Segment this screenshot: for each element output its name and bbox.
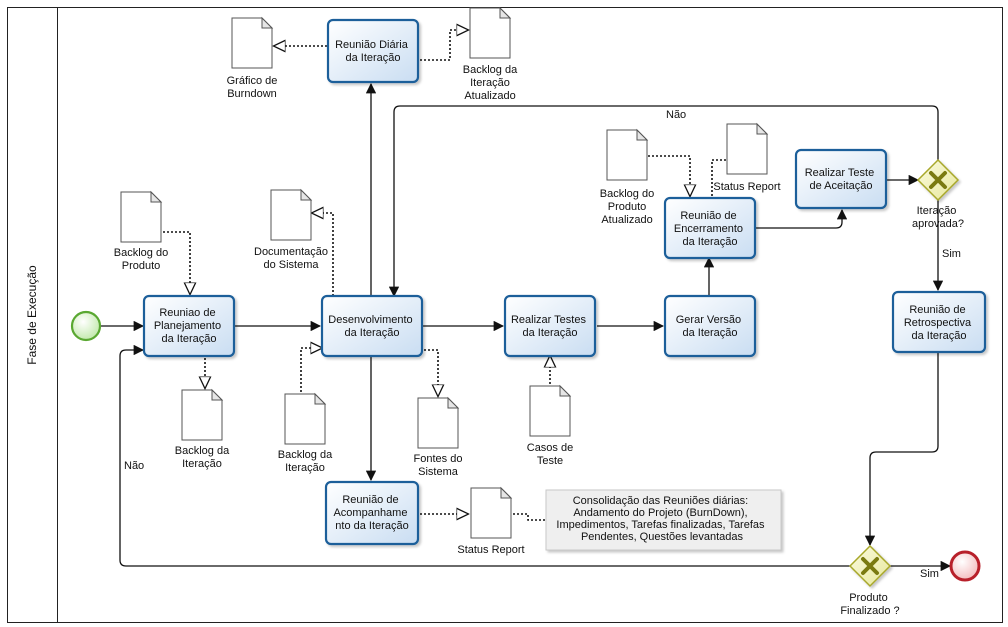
task-desenvolvimento[interactable]: Desenvolvimento da Iteração: [320, 294, 424, 358]
task-planejamento[interactable]: Reuniao de Planejamento da Iteração: [142, 294, 236, 358]
flow-encerramento-to-aceitacao: [755, 208, 848, 229]
document-icon: [726, 123, 768, 175]
task-acompanhamento[interactable]: Reunião de Acompanhame nto da Iteração: [324, 480, 420, 546]
document-icon: [181, 389, 223, 441]
flow-label-nao-left: Não: [124, 460, 144, 472]
document-icon: [120, 191, 162, 243]
gateway-iteracao-aprovada[interactable]: Iteração aprovada?: [912, 158, 964, 230]
task-aceitacao[interactable]: Realizar Teste de Aceitação: [794, 148, 888, 210]
lane-title: Fase de Execução: [25, 265, 39, 365]
task-encerramento-label: Reunião de Encerramento da Iteração: [674, 210, 746, 248]
flow-label-nao-top: Não: [666, 109, 686, 121]
exclusive-x-icon: [861, 557, 879, 575]
assoc-fontes: [424, 349, 438, 396]
task-desenvolvimento-label: Desenvolvimento da Iteração: [328, 314, 415, 339]
gateway-iteracao-aprovada-label: Iteração aprovada?: [912, 205, 964, 230]
assoc-annotation: [513, 513, 546, 521]
task-retrospectiva-label: Reunião de Retrospectiva da Iteração: [904, 304, 974, 342]
gateway-produto-finalizado-label: Produto Finalizado ?: [840, 592, 899, 617]
document-icon: [270, 189, 312, 241]
document-icon: [231, 17, 273, 69]
sequence-flows: [100, 82, 952, 572]
flow-retrospectiva-to-gateway: [864, 352, 939, 547]
task-gerar-versao-label: Gerar Versão da Iteração: [676, 314, 744, 339]
document-icon: [284, 393, 326, 445]
task-reuniao-diaria-label: Reunião Diária da Iteração: [335, 39, 411, 64]
document-icon: [470, 487, 512, 539]
flow-nao-back-to-desenvolvimento: [388, 105, 939, 298]
doc-status-report-2: Status Report: [713, 122, 781, 193]
annotation-consolidacao: Consolidação das Reuniões diárias: Andam…: [545, 489, 782, 551]
flow-label-sim-bottom: Sim: [920, 568, 939, 580]
gateway-produto-finalizado[interactable]: Produto Finalizado ?: [840, 544, 900, 617]
task-planejamento-label: Reuniao de Planejamento da Iteração: [154, 307, 224, 345]
document-icon: [469, 7, 511, 59]
task-acompanhamento-label: Reunião de Acompanhame nto da Iteração: [333, 494, 410, 532]
end-event: [949, 550, 981, 582]
task-reuniao-diaria[interactable]: Reunião Diária da Iteração: [326, 18, 420, 84]
doc-status-report-1: Status Report: [457, 486, 525, 556]
document-icon: [606, 129, 648, 181]
task-encerramento[interactable]: Reunião de Encerramento da Iteração: [663, 196, 757, 260]
start-event: [70, 310, 102, 342]
svg-text:Status Report: Status Report: [457, 544, 524, 556]
exclusive-x-icon: [929, 171, 947, 189]
task-gerar-versao[interactable]: Gerar Versão da Iteração: [663, 294, 757, 358]
document-icon: [529, 385, 571, 437]
assoc-backlog-iteracao-2: [300, 348, 322, 392]
assoc-backlog-atualizado: [420, 30, 468, 61]
task-testes-label: Realizar Testes da Iteração: [511, 314, 589, 339]
flow-nao-back-to-planejamento: [119, 344, 850, 567]
assoc-documentacao: [312, 213, 334, 296]
associations: [143, 30, 746, 521]
task-aceitacao-label: Realizar Teste de Aceitação: [805, 167, 878, 192]
annotation-text: Consolidação das Reuniões diárias: Andam…: [556, 495, 767, 543]
assoc-backlog-produto-atualizado: [648, 155, 690, 196]
flow-label-sim-right: Sim: [942, 248, 961, 260]
svg-text:Status Report: Status Report: [713, 181, 780, 193]
document-icon: [417, 397, 459, 449]
assoc-backlog-produto: [143, 231, 190, 294]
task-testes[interactable]: Realizar Testes da Iteração: [503, 294, 597, 358]
task-retrospectiva[interactable]: Reunião de Retrospectiva da Iteração: [891, 290, 987, 354]
